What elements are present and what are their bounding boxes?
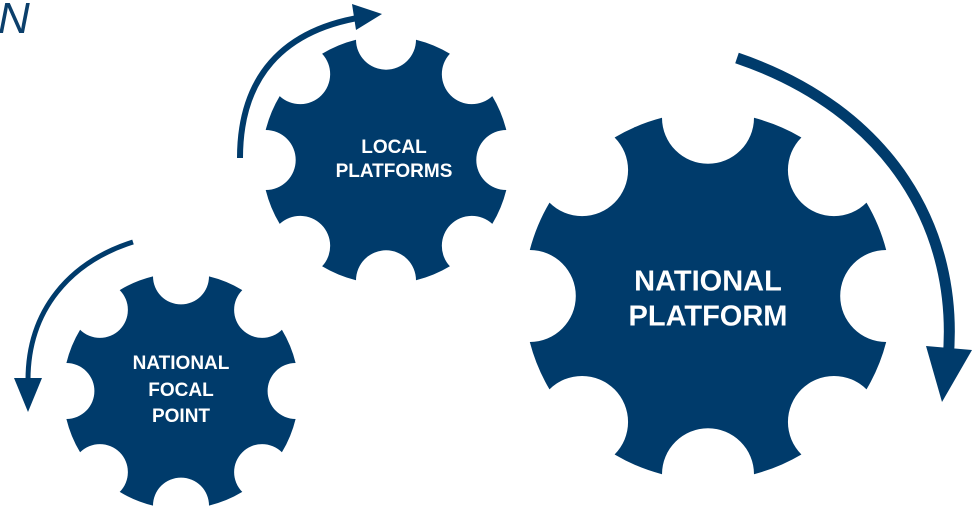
label-line: FOCAL [148,379,214,401]
arrow-national-clockwise [735,52,955,361]
label-line: PLATFORMS [335,161,453,182]
label-line: LOCAL [361,136,427,158]
arrow-local-head [352,4,382,30]
arrow-focal-head [14,378,42,412]
corner-text-fragment: N [0,0,30,43]
label-line: POINT [151,406,211,428]
arrow-national-head [926,346,972,402]
label-local-platforms: LOCAL PLATFORMS [336,136,453,184]
label-line: NATIONAL [132,353,230,375]
gear-national-platform [529,117,887,475]
arrow-local-clockwise [237,13,371,159]
label-line: PLATFORM [628,301,788,333]
gear-national-focal-point [66,276,296,506]
label-national-platform: NATIONAL PLATFORM [629,265,788,336]
label-line: NATIONAL [634,265,782,298]
gear-local-platforms [265,39,507,281]
arrow-focal-counterclockwise [25,239,134,381]
label-national-focal-point: NATIONAL FOCAL POINT [133,351,230,431]
